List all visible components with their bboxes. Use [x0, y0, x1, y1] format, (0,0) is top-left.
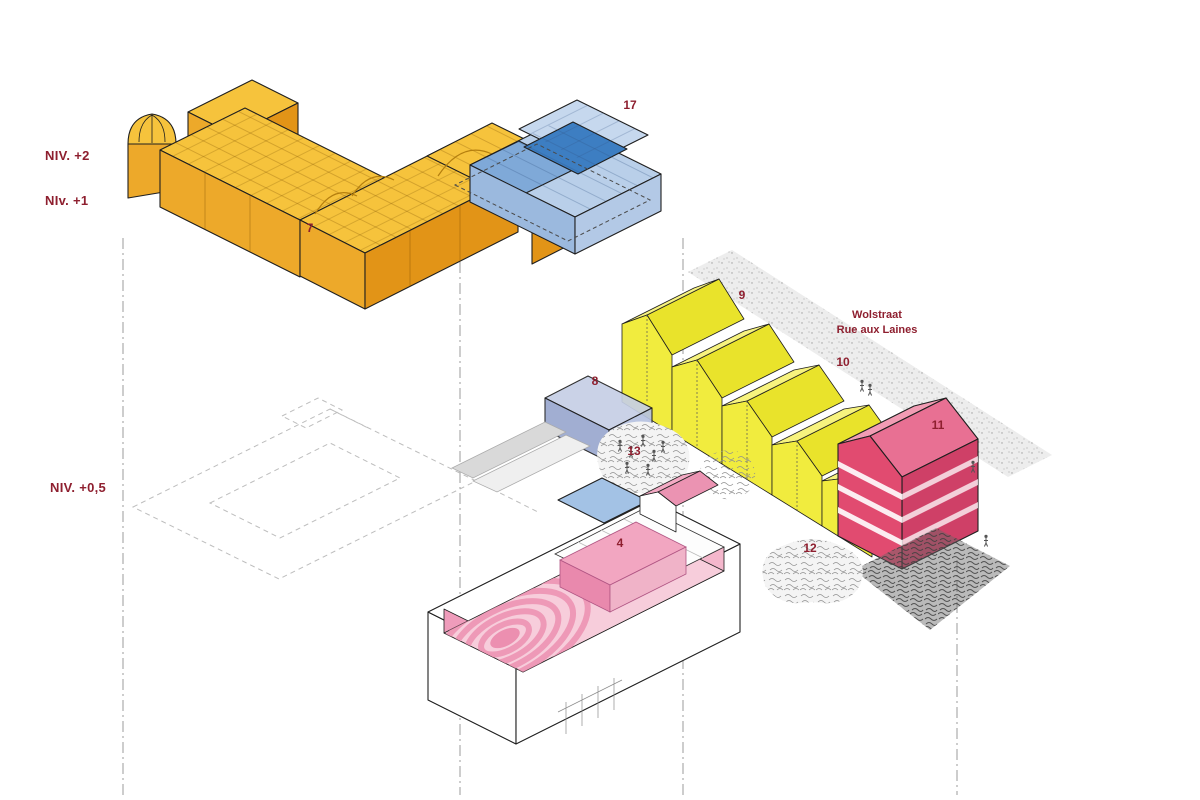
label-building-17: 17 — [623, 98, 637, 112]
level-label-niv05: NIV. +0,5 — [50, 480, 106, 495]
row-house — [671, 323, 795, 465]
label-trees-13: 13 — [627, 444, 641, 458]
pink-gable-wing — [639, 470, 719, 533]
trees-12 — [762, 539, 863, 604]
ramp-upper — [451, 421, 567, 479]
plan-connector-2 — [329, 408, 369, 429]
trees-12-scribble — [762, 539, 863, 604]
crimson-floor-slabs — [838, 456, 978, 546]
plan-outer-dashed — [131, 408, 478, 580]
plan-outline-niv05 — [131, 397, 541, 580]
stage-block — [559, 521, 687, 613]
trees-13-scribble — [597, 421, 690, 494]
label-building-7: 7 — [307, 221, 314, 235]
label-building-10: 10 — [836, 355, 850, 369]
blue-upper-grid — [519, 100, 648, 164]
hidden-volume-outline — [453, 143, 652, 242]
crimson-shadow — [854, 528, 1010, 630]
level-label-niv2: NIV. +2 — [45, 148, 90, 163]
dome-ribs — [138, 114, 166, 143]
street-name-line1: Wolstraat — [852, 309, 902, 321]
label-building-9: 9 — [739, 288, 746, 302]
building-7-amber — [127, 79, 598, 310]
plan-small-dashed — [280, 397, 344, 429]
plan-inner-dashed — [208, 442, 402, 539]
label-building-4: 4 — [617, 536, 624, 550]
building-17-blue — [469, 99, 662, 255]
level-label-niv1: NIv. +1 — [45, 193, 88, 208]
arch-details — [314, 149, 493, 215]
plaza-ramps — [451, 421, 591, 493]
wing-west-front — [159, 149, 301, 278]
label-volume-8: 8 — [592, 374, 599, 388]
blue-front-right — [574, 173, 662, 255]
labels: NIV. +2 NIv. +1 NIV. +0,5 7 17 9 8 10 11… — [45, 98, 945, 555]
trees-13b-scribble — [699, 450, 756, 500]
wing-mid-front-right — [364, 175, 519, 310]
building-4-pink — [427, 470, 741, 745]
wing-west-roof-grid2 — [160, 108, 385, 220]
label-trees-12: 12 — [803, 541, 817, 555]
pink-window-grid — [557, 678, 623, 734]
facade-panel-lines — [204, 172, 461, 287]
blue-roof-grid — [470, 122, 661, 217]
label-building-11: 11 — [932, 418, 945, 432]
street-name-line2: Rue aux Laines — [837, 324, 918, 336]
ramp-lower — [472, 434, 591, 493]
